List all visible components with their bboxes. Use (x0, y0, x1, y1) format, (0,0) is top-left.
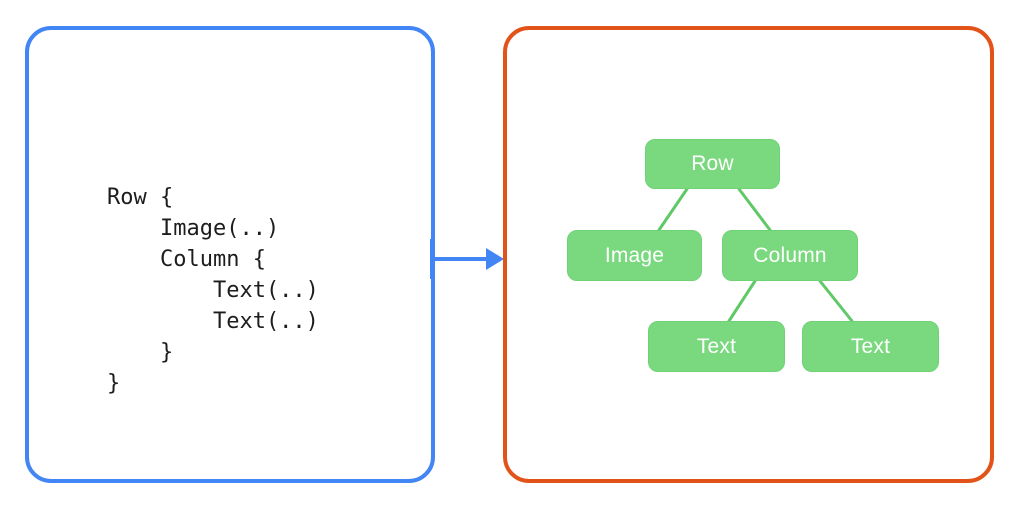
arrow-head-icon (486, 248, 504, 270)
tree-edges (657, 187, 854, 323)
tree-panel: Row Image Column Text Text (503, 26, 994, 483)
edge-column-text1 (727, 279, 757, 323)
edge-row-image (657, 187, 689, 232)
code-panel: Row { Image(..) Column { Text(..) Text(.… (25, 26, 435, 483)
code-block: Row { Image(..) Column { Text(..) Text(.… (107, 185, 319, 396)
tree-node-row[interactable]: Row (645, 139, 780, 189)
edge-column-text2 (818, 279, 854, 323)
tree-node-text-2[interactable]: Text (802, 321, 939, 372)
tree-node-image[interactable]: Image (567, 230, 702, 281)
tree-node-text-1[interactable]: Text (648, 321, 785, 372)
edge-row-column (737, 187, 772, 232)
transform-arrow (430, 239, 504, 279)
tree-node-column[interactable]: Column (722, 230, 858, 281)
